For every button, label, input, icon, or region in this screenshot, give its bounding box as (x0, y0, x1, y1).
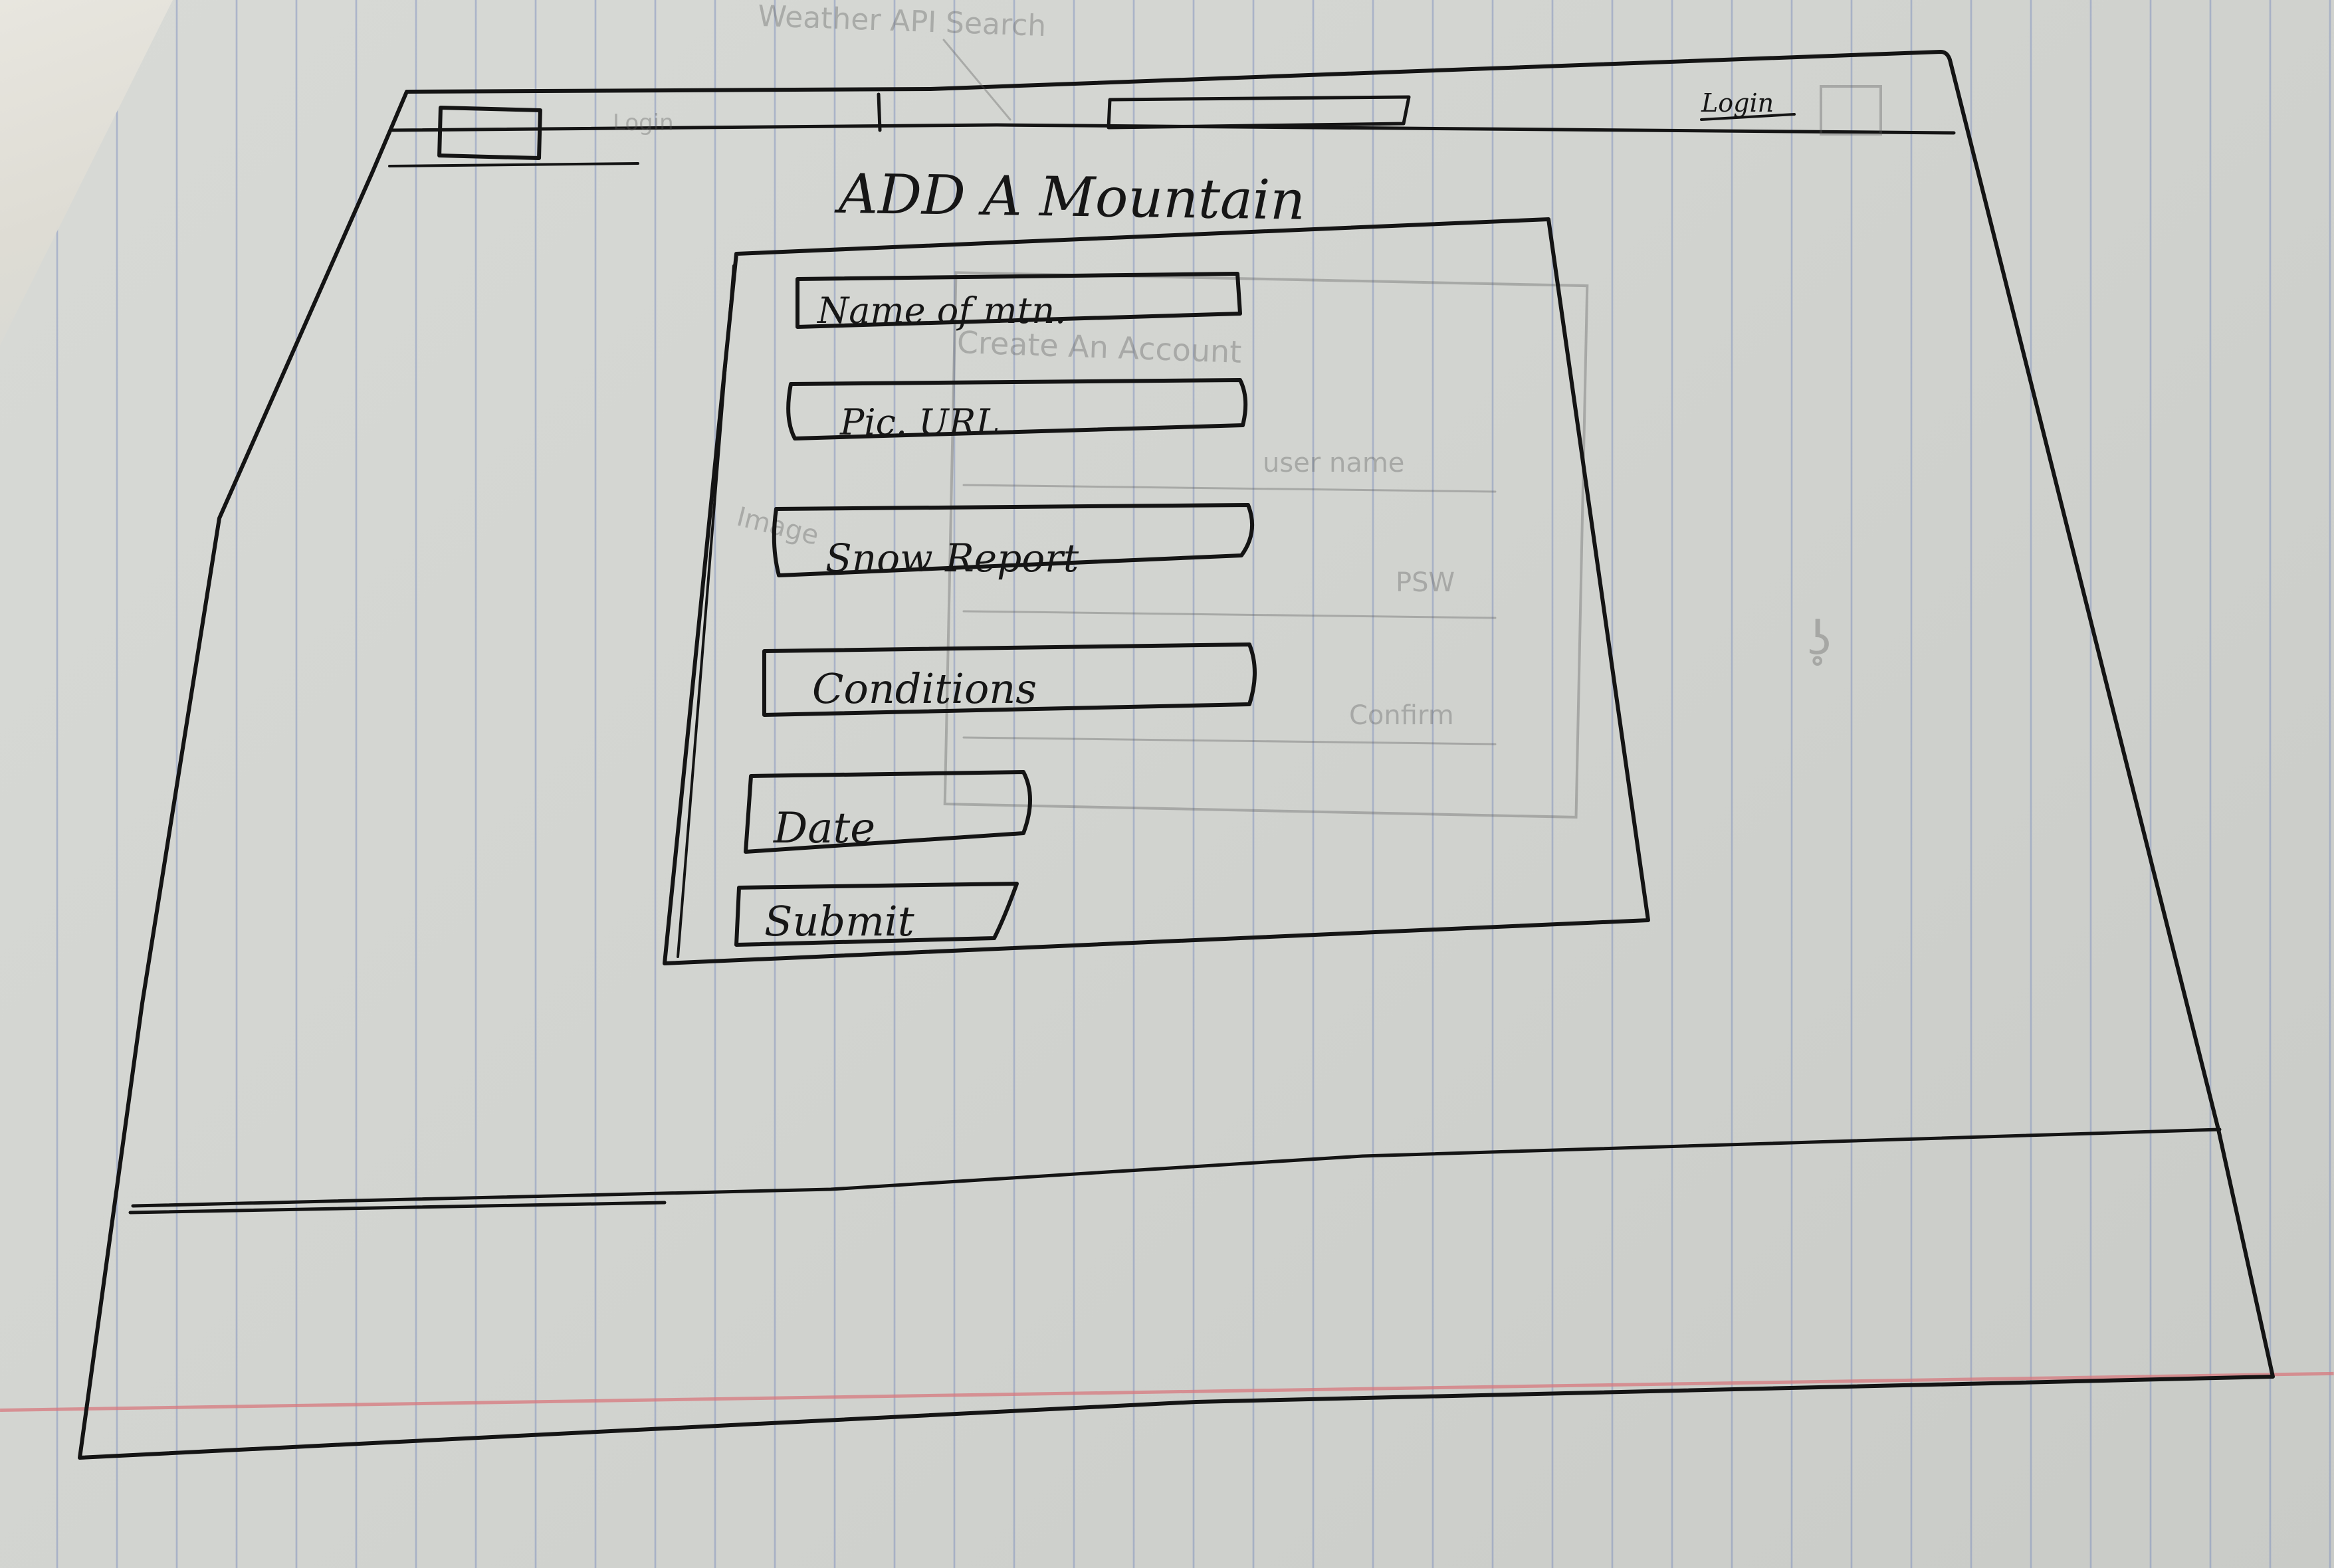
faint-scribble: ʖ̥ (1808, 611, 1832, 666)
name-field-label: Name of mtn. (816, 290, 1066, 332)
logo-box[interactable] (437, 106, 542, 160)
date-field[interactable]: Date (744, 770, 1032, 854)
user-icon[interactable] (1820, 85, 1882, 136)
faint-weather-note: Weather API Search (757, 0, 1047, 43)
snow-report-field[interactable]: Snow Report (772, 503, 1255, 581)
navbar: Login Login (437, 39, 1882, 160)
date-field-label: Date (773, 804, 875, 853)
form-panel (663, 217, 1650, 965)
pic-url-field[interactable]: Pic. URL (786, 378, 1248, 443)
name-field[interactable]: Name of mtn. (796, 272, 1242, 332)
browser-frame (78, 50, 2275, 1460)
faint-underlay-username: user name (1263, 448, 1404, 478)
conditions-field[interactable]: Conditions (762, 642, 1257, 717)
form-fields: Name of mtn. Pic. URL Snow Report Condit… (734, 272, 1257, 947)
conditions-field-label: Conditions (812, 664, 1037, 713)
faint-underlay-confirm: Confirm (1349, 700, 1454, 731)
page-title: ADD A Mountain (833, 163, 1305, 233)
submit-button[interactable]: Submit (734, 882, 1019, 947)
login-link[interactable]: Login (1701, 88, 1774, 118)
pic-url-field-label: Pic. URL (839, 401, 1000, 443)
search-input[interactable] (1107, 95, 1411, 130)
faint-underlay-psw: PSW (1396, 567, 1455, 598)
faint-nav-link: Login (613, 110, 674, 136)
submit-button-label: Submit (764, 897, 914, 945)
snow-report-field-label: Snow Report (825, 536, 1079, 581)
